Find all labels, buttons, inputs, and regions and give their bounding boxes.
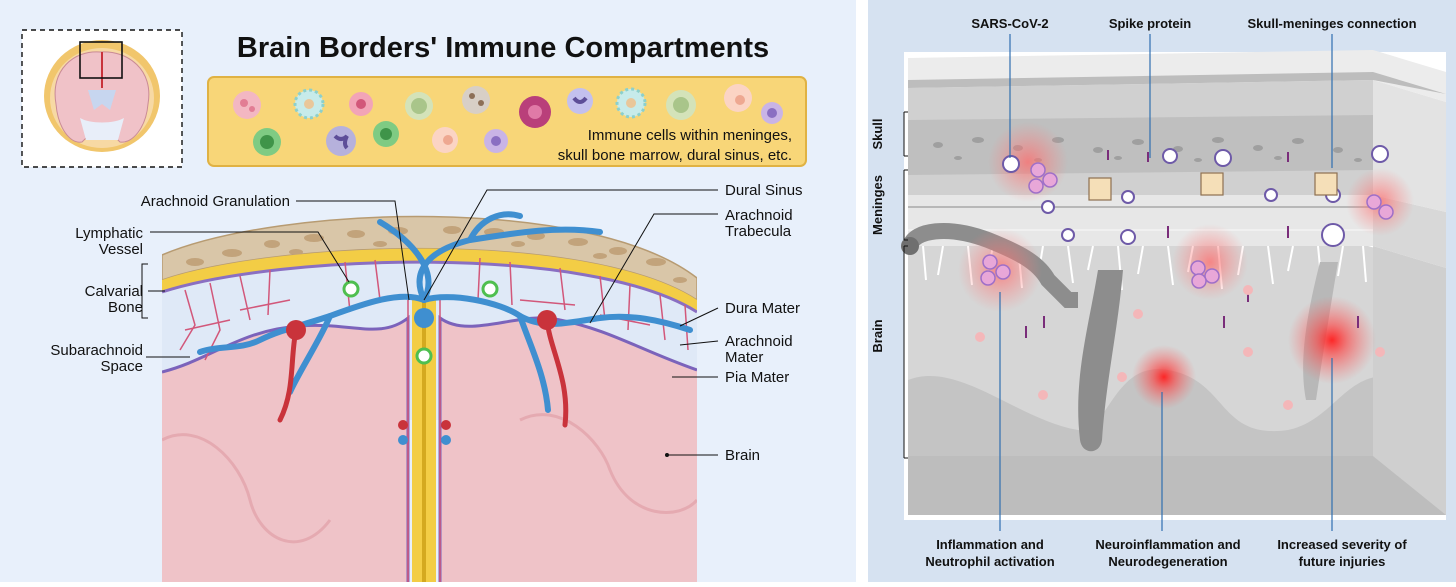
bottom-label-inflammation-2: Neutrophil activation (925, 554, 1054, 569)
brain-thumbnail (21, 29, 183, 168)
label-arachnoid-granulation: Arachnoid Granulation (141, 193, 290, 210)
immune-caption-line1: Immune cells within meninges, (588, 127, 792, 144)
bottom-label-neuro-2: Neurodegeneration (1108, 554, 1227, 569)
bottom-label-severity-2: future injuries (1299, 554, 1386, 569)
label-trabecula-1: Arachnoid (725, 207, 793, 224)
left-hemisphere (162, 318, 408, 582)
label-dural-sinus: Dural Sinus (725, 182, 803, 199)
right-panel: Skull Meninges Brain SARS-CoV-2 Spike pr… (868, 0, 1456, 582)
label-calvarial-1: Calvarial (85, 283, 143, 300)
covid-brain-diagram: Skull Meninges Brain SARS-CoV-2 Spike pr… (870, 16, 1446, 569)
label-lymphatic-1: Lymphatic (75, 225, 143, 242)
label-dura-mater: Dura Mater (725, 300, 800, 317)
label-lymphatic-2: Vessel (99, 241, 143, 258)
bottom-label-inflammation-1: Inflammation and (936, 537, 1044, 552)
top-label-skull-meninges: Skull-meninges connection (1247, 16, 1416, 31)
label-subarachnoid-2: Space (100, 358, 143, 375)
dura-mater-layer (162, 248, 697, 312)
skull-meninges-channels (1088, 172, 1338, 201)
immune-cells-box: Immune cells within meninges, skull bone… (207, 76, 807, 167)
diagram-title: Brain Borders' Immune Compartments (237, 32, 769, 64)
bottom-label-severity-1: Increased severity of (1277, 537, 1407, 552)
bottom-label-neuro-1: Neuroinflammation and (1095, 537, 1240, 552)
virus-particles (1002, 145, 1389, 247)
label-brain: Brain (725, 447, 760, 464)
top-label-spike: Spike protein (1109, 16, 1191, 31)
label-arachnoid-mater-1: Arachnoid (725, 333, 793, 350)
right-hemisphere (440, 317, 697, 582)
top-label-sars: SARS-CoV-2 (971, 16, 1048, 31)
leader-lines (141, 189, 719, 457)
immune-caption-line2: skull bone marrow, dural sinus, etc. (558, 147, 792, 164)
meninges-diagram: Brain Borders' Immune Compartments Immun… (21, 29, 807, 582)
label-calvarial-2: Bone (108, 299, 143, 316)
left-panel: Brain Borders' Immune Compartments Immun… (0, 0, 856, 582)
side-label-skull: Skull (870, 118, 885, 149)
cross-section (162, 180, 697, 582)
arachnoid-line (162, 260, 697, 314)
label-pia-mater: Pia Mater (725, 369, 789, 386)
label-subarachnoid-1: Subarachnoid (50, 342, 143, 359)
side-label-meninges: Meninges (870, 175, 885, 235)
label-arachnoid-mater-2: Mater (725, 349, 763, 366)
blue-leaders (999, 34, 1333, 531)
side-label-brain: Brain (870, 319, 885, 352)
label-trabecula-2: Trabecula (725, 223, 792, 240)
astrocytes (975, 285, 1385, 410)
immune-cell-clusters (980, 162, 1394, 289)
